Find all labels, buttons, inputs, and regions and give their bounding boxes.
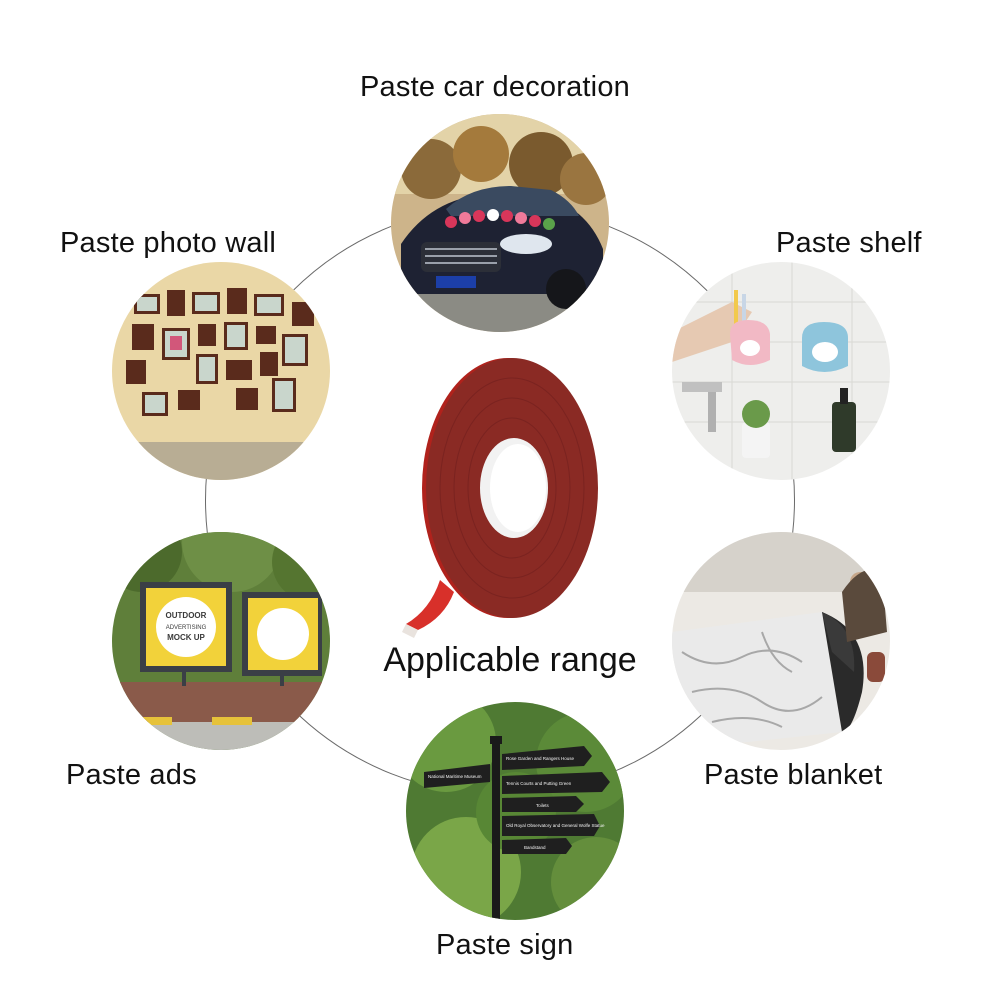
sign-text-4: Toilets — [536, 803, 550, 808]
label-photo-wall: Paste photo wall — [60, 227, 276, 259]
ads-board-line-3: MOCK UP — [167, 633, 205, 642]
tape-roll-image — [400, 348, 600, 648]
label-car-decoration: Paste car decoration — [360, 71, 630, 103]
sign-text-1: National Maritime Museum — [428, 774, 482, 779]
label-shelf: Paste shelf — [776, 227, 922, 259]
label-blanket: Paste blanket — [704, 759, 883, 791]
sign-photo: National Maritime Museum Rose Garden and… — [406, 702, 624, 920]
car-decoration-photo — [391, 114, 609, 332]
sign-text-3: Tennis Courts and Putting Green — [506, 781, 572, 786]
ads-board-line-2: ADVERTISING — [166, 625, 207, 631]
label-sign: Paste sign — [436, 929, 574, 961]
ads-board-line-1: OUTDOOR — [166, 611, 207, 620]
photo-wall-photo — [112, 262, 330, 480]
sign-text-2: Rose Garden and Rangers House — [506, 756, 575, 761]
sign-text-5: Old Royal Observatory and General Wolfe … — [506, 823, 605, 828]
blanket-photo — [672, 532, 890, 750]
sign-text-6: Bandstand — [524, 845, 546, 850]
label-ads: Paste ads — [66, 759, 197, 791]
shelf-photo — [672, 262, 890, 480]
ads-photo: OUTDOOR ADVERTISING MOCK UP — [112, 532, 330, 750]
applicable-range-title: Applicable range — [383, 641, 637, 679]
